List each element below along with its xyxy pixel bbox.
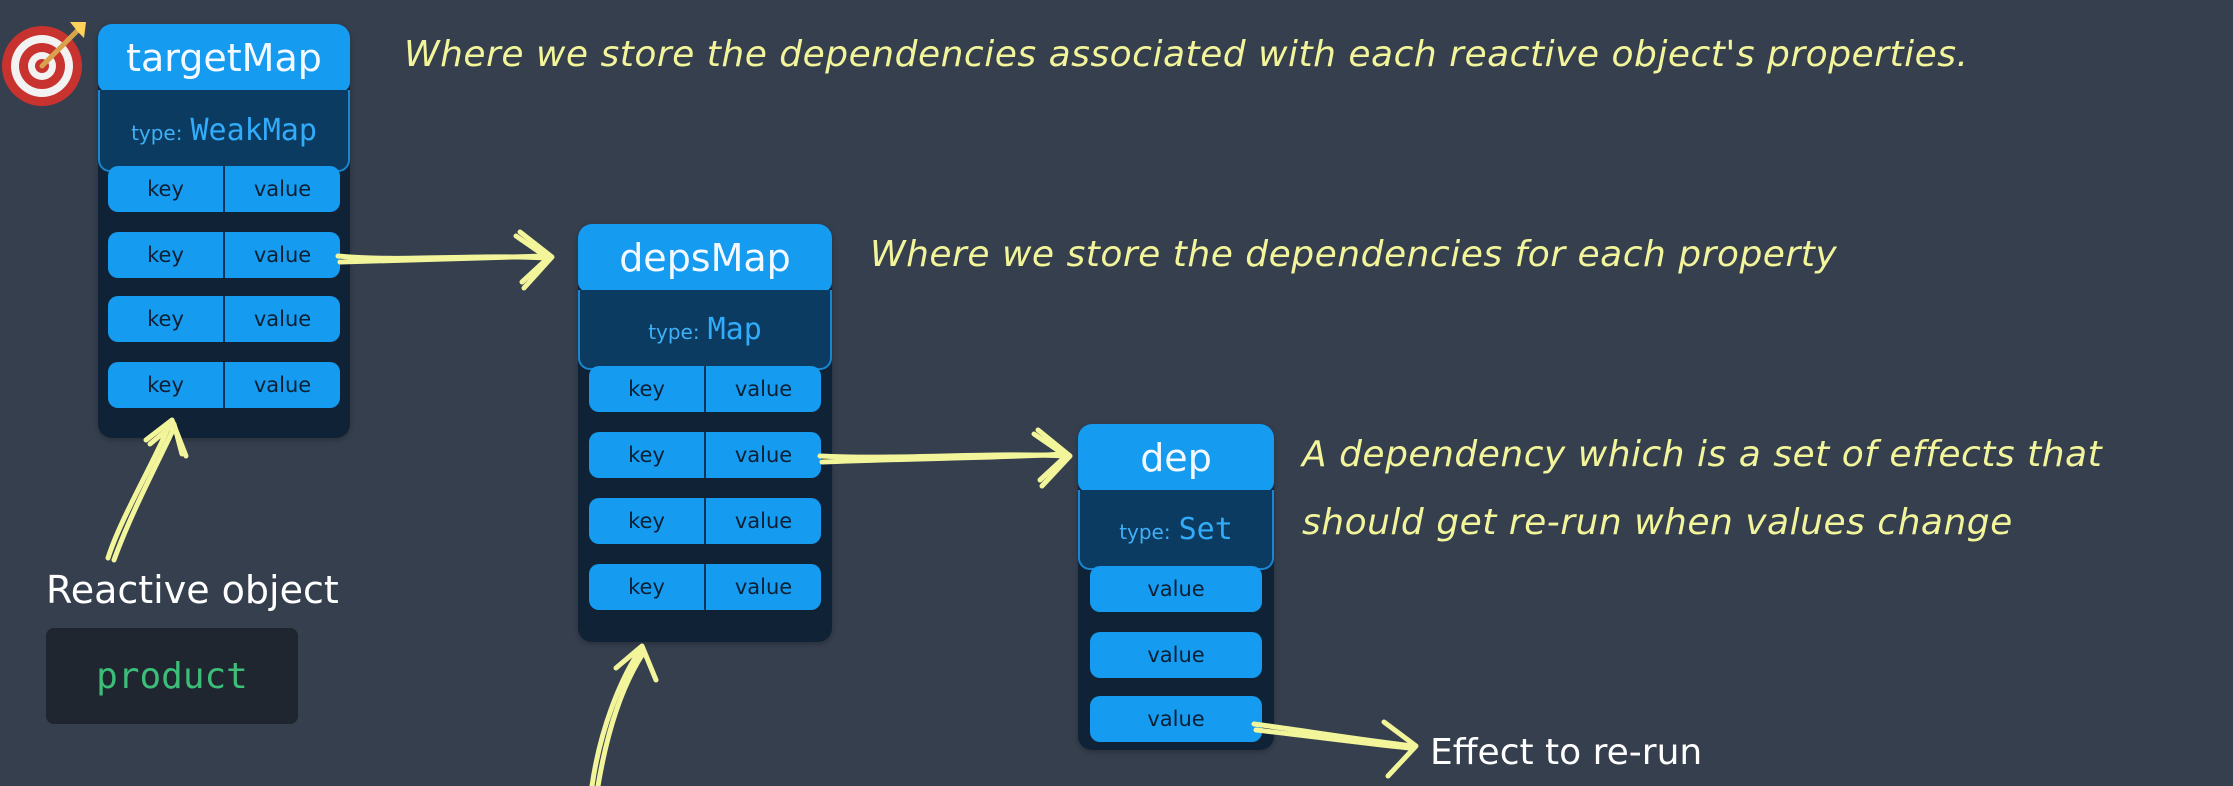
row-value: value [734,575,793,599]
list-item: value [1090,632,1262,678]
row-value: value [253,243,312,267]
type-label: type: [131,121,183,145]
type-label: type: [1119,520,1171,544]
target-map-box: targetMap type: WeakMap key value key value… [98,24,350,438]
table-row: key value [589,564,821,610]
deps-map-title: depsMap [578,224,832,292]
row-key: key [108,296,225,342]
dep-box: dep type: Set value value value [1078,424,1274,750]
deps-map-note: Where we store the dependencies for each… [870,234,1838,275]
target-map-title: targetMap [98,24,350,92]
row-value: value [253,177,312,201]
table-row: key value [108,362,340,408]
deps-map-box: depsMap type: Map key value key value key va… [578,224,832,642]
list-item: value [1090,566,1262,612]
row-value: value [253,373,312,397]
type-name: Set [1178,512,1233,547]
set-value: value [1147,643,1205,667]
product-code-box: product [46,628,298,724]
table-row: key value [108,296,340,342]
type-name: Map [707,312,762,347]
list-item: value [1090,696,1262,742]
row-key: key [108,166,225,212]
row-key: key [108,362,225,408]
dep-note-line1: A dependency which is a set of effects t… [1302,434,2103,475]
effect-label: Effect to re-run [1430,732,1703,773]
table-row: key value [589,366,821,412]
row-key: key [589,366,706,412]
table-row: key value [108,166,340,212]
deps-map-type: type: Map [578,290,832,370]
row-value: value [734,377,793,401]
product-code: product [96,655,248,697]
target-icon [2,22,86,106]
dep-note-line2: should get re-run when values change [1302,502,2013,543]
target-map-note: Where we store the dependencies associat… [404,34,1969,75]
table-row: key value [589,432,821,478]
row-key: key [108,232,225,278]
row-key: key [589,432,706,478]
row-key: key [589,498,706,544]
row-value: value [253,307,312,331]
row-key: key [589,564,706,610]
reactive-object-label: Reactive object [46,568,339,612]
dep-type: type: Set [1078,490,1274,570]
set-value: value [1147,577,1205,601]
type-name: WeakMap [190,113,317,148]
set-value: value [1147,707,1205,731]
row-value: value [734,509,793,533]
type-label: type: [648,320,700,344]
dep-title: dep [1078,424,1274,492]
table-row: key value [589,498,821,544]
row-value: value [734,443,793,467]
table-row: key value [108,232,340,278]
